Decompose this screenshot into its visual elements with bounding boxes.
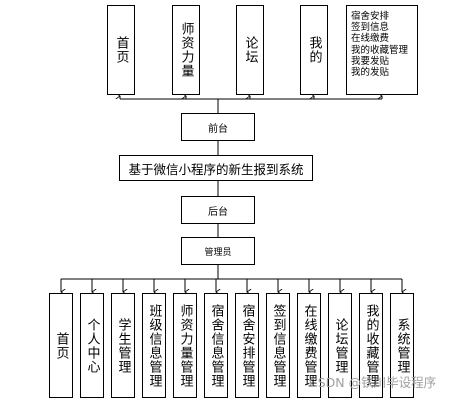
mine-submenu-box: 宿舍安排 签到信息 在线缴费 我的收藏管理 我要发贴 我的发贴: [346, 5, 418, 95]
front-module-home: 首页: [107, 5, 135, 95]
watermark: CSDN @铁川毕设程序: [309, 375, 437, 390]
mine-submenu-item: 签到信息: [351, 22, 390, 34]
front-end-node: 前台: [181, 113, 255, 141]
back-module-dorm-arrange-mgmt: 宿舍安排管理: [235, 293, 259, 398]
back-module-payment-mgmt: 在线缴费管理: [297, 293, 321, 398]
mine-submenu-item: 我的发贴: [351, 67, 390, 79]
back-module-faculty-mgmt: 师资力量管理: [173, 293, 197, 398]
back-module-system-mgmt: 系统管理: [390, 293, 414, 398]
back-end-node: 后台: [181, 196, 255, 224]
back-module-personal-center: 个人中心: [80, 293, 104, 398]
mine-submenu-item: 我的收藏管理: [351, 44, 409, 56]
back-module-forum-mgmt: 论坛管理: [328, 293, 352, 398]
back-module-home: 首页: [49, 293, 73, 398]
mine-submenu-item: 宿舍安排: [351, 11, 390, 22]
back-module-student-mgmt: 学生管理: [111, 293, 135, 398]
mine-submenu-item: 我要发贴: [351, 55, 390, 67]
front-module-forum: 论坛: [236, 5, 264, 95]
front-module-faculty: 师资力量: [172, 5, 200, 95]
back-module-checkin-mgmt: 签到信息管理: [266, 293, 290, 398]
system-title-node: 基于微信小程序的新生报到系统: [119, 155, 313, 181]
back-module-favorites-mgmt: 我的收藏管理: [359, 293, 383, 398]
front-module-mine: 我的: [300, 5, 328, 95]
admin-role-node: 管理员: [181, 237, 255, 265]
back-module-class-info-mgmt: 班级信息管理: [142, 293, 166, 398]
mine-submenu-item: 在线缴费: [351, 33, 390, 45]
back-module-dorm-info-mgmt: 宿舍信息管理: [204, 293, 228, 398]
